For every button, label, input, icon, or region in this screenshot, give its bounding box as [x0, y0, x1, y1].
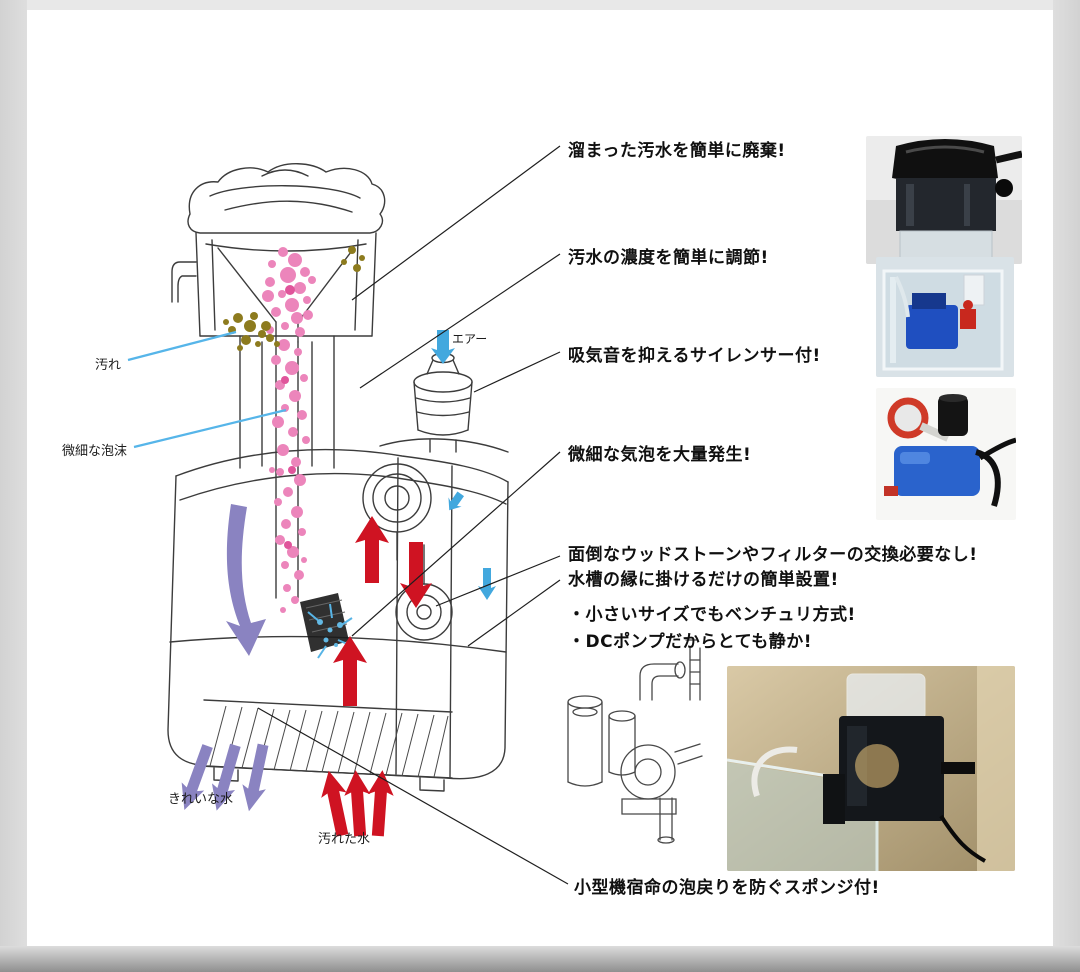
callout-silencer: 吸気音を抑えるサイレンサー付! — [568, 346, 821, 366]
photo-mounted-on-tank — [727, 666, 1015, 871]
callout-adjust: 汚水の濃度を簡単に調節! — [568, 248, 769, 268]
purple-flow-arrows — [181, 504, 269, 812]
pink-bubbles-dark — [281, 285, 296, 549]
callout-sponge: 小型機宿命の泡戻りを防ぐスポンジ付! — [574, 878, 880, 898]
callout-dc-pump: ・DCポンプだからとても静か! — [568, 632, 812, 652]
bottom-border — [0, 946, 1080, 972]
pump-unit-line-drawing — [567, 639, 703, 844]
label-clean-water: きれいな水 — [168, 792, 234, 807]
blue-spray — [307, 603, 353, 659]
label-dirt: 汚れ — [95, 358, 122, 373]
callout-venturi: ・小さいサイズでもベンチュリ方式! — [568, 605, 856, 625]
blue-small-arrows — [448, 491, 496, 600]
right-border — [1053, 0, 1080, 972]
photo-dc-pump — [876, 388, 1016, 520]
left-border — [0, 0, 27, 972]
label-air: エアー — [452, 332, 488, 346]
photo-pump-reservoir — [876, 257, 1014, 377]
sponge-hatching — [209, 705, 449, 778]
callout-leader-lines — [257, 145, 569, 885]
callout-no-replacement: 面倒なウッドストーンやフィルターの交換必要なし! — [568, 545, 978, 565]
label-dirty-water: 汚れた水 — [318, 832, 371, 847]
photo-collection-cup — [866, 136, 1022, 264]
callout-bubbles: 微細な気泡を大量発生! — [568, 445, 752, 465]
skimmer-line-art — [167, 163, 509, 792]
air-arrow-icon — [431, 330, 455, 364]
label-pointer-lines — [127, 330, 287, 449]
pink-bubbles — [262, 247, 316, 613]
callout-dispose: 溜まった汚水を簡単に廃棄! — [568, 141, 786, 161]
red-flow-arrows — [321, 516, 432, 837]
top-border — [0, 0, 1080, 10]
label-fine-foam: 微細な泡沫 — [62, 444, 128, 459]
callout-easy-install: 水槽の縁に掛けるだけの簡単設置! — [568, 570, 839, 590]
